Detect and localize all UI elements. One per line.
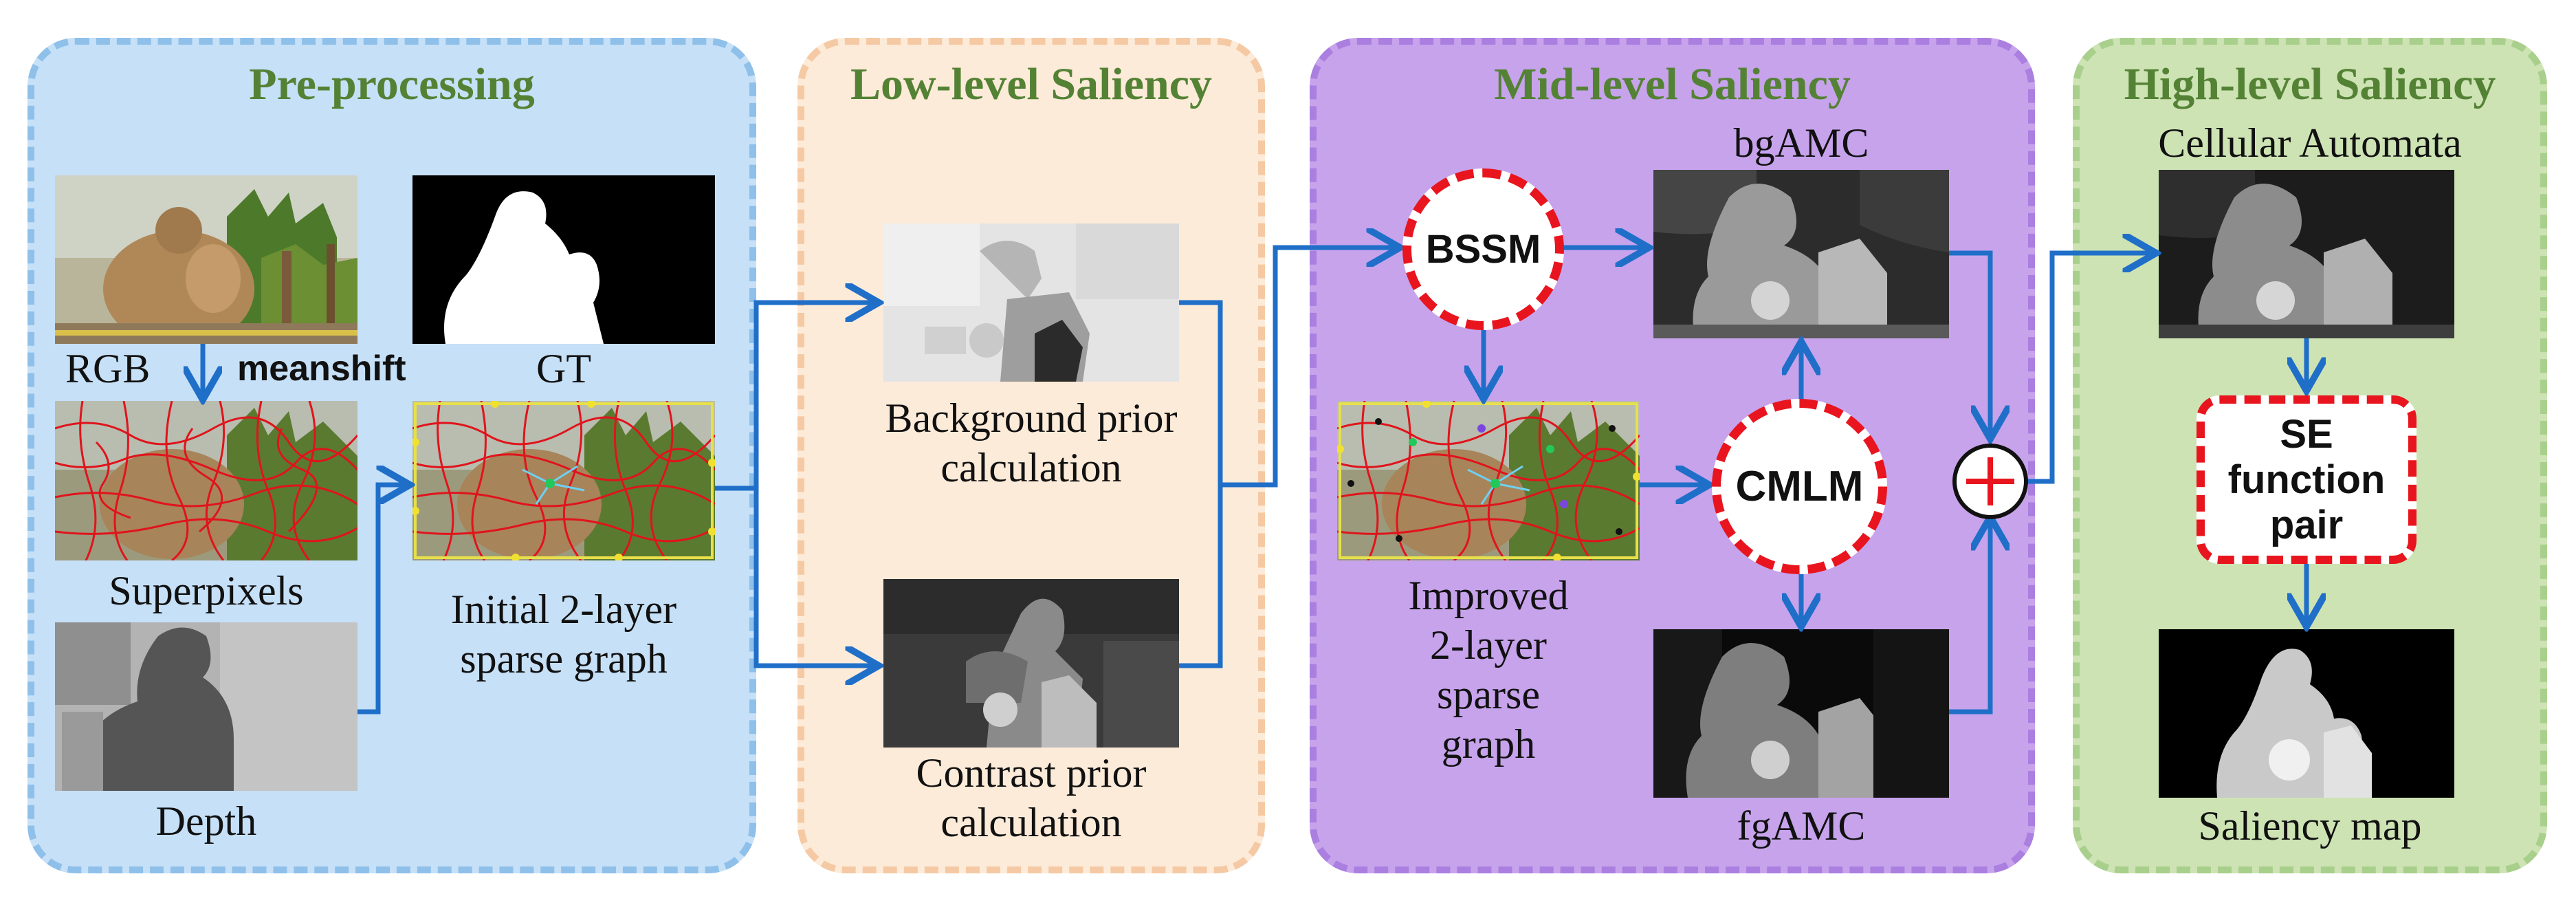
bgamc-image <box>1653 170 1949 338</box>
background-prior-image <box>883 223 1179 382</box>
fgamc-label: fgAMC <box>1737 803 1866 849</box>
pre-processing-title: Pre-processing <box>249 59 535 109</box>
contrast-prior-image <box>883 579 1179 748</box>
depth-image <box>55 622 357 791</box>
high-level-title: High-level Saliency <box>2124 59 2496 109</box>
cellular-automata-image <box>2159 170 2454 338</box>
initial-graph-image <box>412 401 715 560</box>
se-line-1: SE <box>2280 411 2333 457</box>
gt-mask-image <box>412 175 715 344</box>
background-prior-label: Background prior calculation <box>825 393 1237 492</box>
improved-graph-line-2: 2-layer <box>1430 622 1547 668</box>
saliency-map-label: Saliency map <box>2198 803 2422 849</box>
improved-graph-line-3: sparse <box>1437 672 1540 717</box>
contrast-prior-label: Contrast prior calculation <box>825 748 1237 847</box>
bgamc-label: bgAMC <box>1733 120 1869 166</box>
improved-graph-label: Improved 2-layer sparse graph <box>1334 571 1643 769</box>
contrast-prior-line-1: Contrast prior <box>916 750 1147 796</box>
fgamc-image <box>1653 629 1949 798</box>
improved-graph-image <box>1337 401 1640 560</box>
low-level-title: Low-level Saliency <box>850 59 1213 109</box>
cellular-automata-label: Cellular Automata <box>2158 120 2462 166</box>
contrast-prior-line-2: calculation <box>940 800 1122 845</box>
cmlm-node: CMLM <box>1712 399 1887 574</box>
saliency-map-image <box>2159 629 2454 798</box>
superpixels-label: Superpixels <box>109 568 304 613</box>
initial-graph-line-2: sparse graph <box>460 636 668 681</box>
bssm-node: BSSM <box>1402 168 1564 330</box>
initial-graph-line-1: Initial 2-layer <box>450 587 677 632</box>
se-line-3: pair <box>2269 502 2344 547</box>
background-prior-line-2: calculation <box>940 445 1122 490</box>
improved-graph-line-1: Improved <box>1408 573 1569 618</box>
meanshift-label: meanshift <box>237 349 406 389</box>
initial-graph-label: Initial 2-layer sparse graph <box>399 585 729 684</box>
se-line-2: function <box>2227 457 2386 502</box>
gt-label: GT <box>536 346 591 391</box>
depth-label: Depth <box>155 798 257 844</box>
se-function-pair-node: SE function pair <box>2197 395 2417 564</box>
mid-level-title: Mid-level Saliency <box>1494 59 1851 109</box>
improved-graph-line-4: graph <box>1441 721 1536 767</box>
rgb-label: RGB <box>65 346 151 391</box>
rgb-image <box>55 175 357 344</box>
superpixels-image <box>55 401 357 560</box>
background-prior-line-1: Background prior <box>885 395 1178 441</box>
